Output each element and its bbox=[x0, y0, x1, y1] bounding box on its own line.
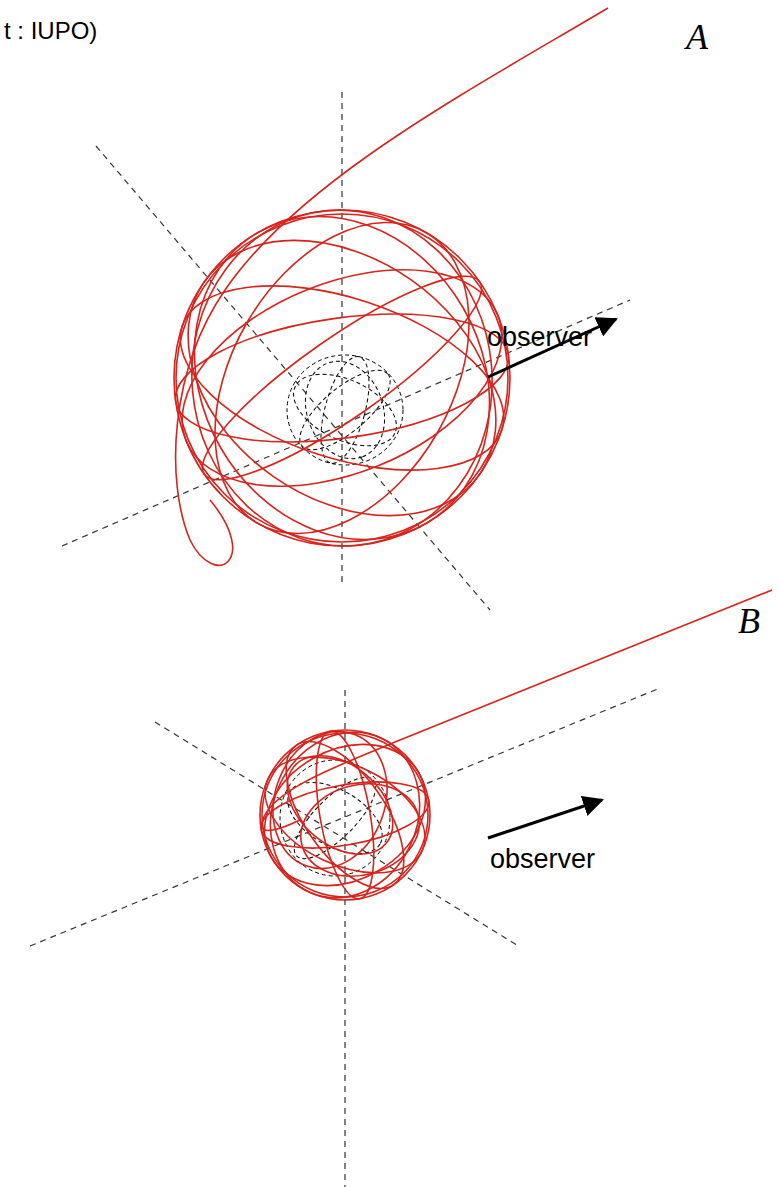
figure-letter: B bbox=[738, 602, 760, 642]
observer-label: observer bbox=[487, 323, 592, 353]
photon-orbits-a bbox=[136, 8, 608, 593]
observer-arrow bbox=[488, 319, 616, 377]
figure-letter: A bbox=[686, 18, 708, 58]
axes-a bbox=[62, 92, 630, 610]
observer-label: observer bbox=[490, 845, 595, 875]
inner-orbits-a bbox=[282, 350, 407, 470]
observer-arrow bbox=[488, 800, 602, 838]
header-fragment: t : IUPO) bbox=[4, 18, 97, 44]
photon-orbits-b bbox=[239, 590, 772, 922]
